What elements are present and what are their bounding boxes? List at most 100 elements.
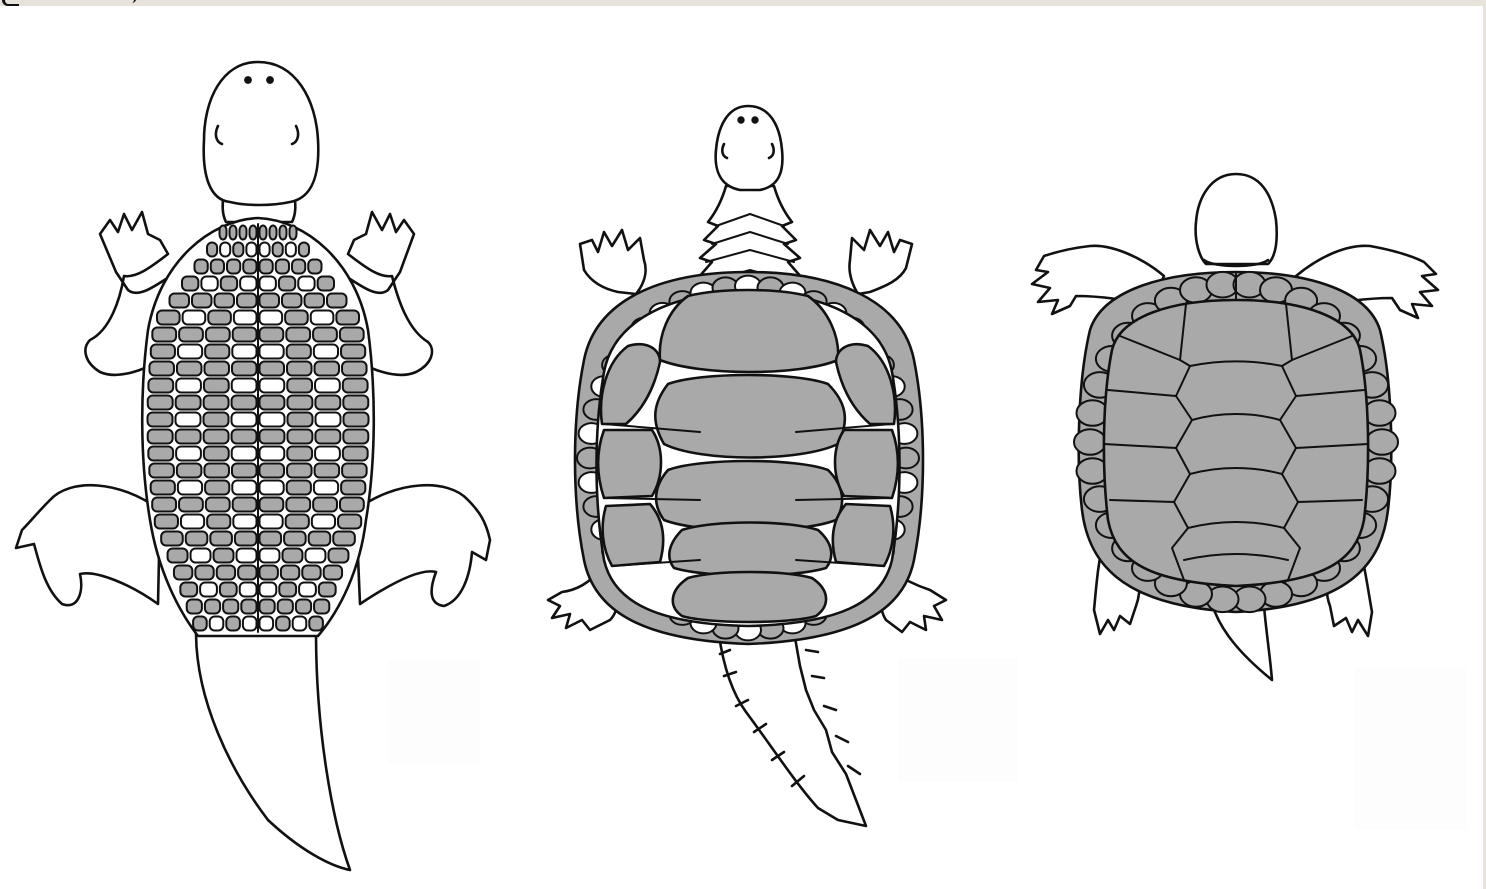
osteoderm [208, 311, 231, 325]
osteoderm [281, 566, 299, 580]
osteoderm [340, 498, 364, 512]
osteoderm [232, 481, 256, 495]
osteoderm [343, 413, 368, 427]
osteoderm [193, 617, 207, 631]
osteoderm [260, 481, 284, 495]
osteoderm [315, 362, 340, 376]
early-turtle-icon [548, 106, 946, 826]
osteoderm [179, 328, 203, 342]
head [1196, 174, 1277, 264]
osteoderm [305, 294, 325, 308]
osteoderm [287, 430, 312, 444]
osteoderm [176, 413, 201, 427]
osteoderm [230, 226, 237, 240]
osteoderm [260, 396, 285, 410]
osteoderm [280, 226, 287, 240]
osteoderm [302, 566, 320, 580]
osteoderm [278, 600, 293, 614]
osteoderm [309, 532, 331, 546]
osteoderm [181, 515, 204, 529]
osteoderm [183, 311, 206, 325]
osteoderm [286, 328, 310, 342]
osteoderm [217, 566, 235, 580]
osteoderm [298, 277, 314, 291]
osteoderm [279, 277, 295, 291]
osteoderm [260, 515, 283, 529]
osteoderm [290, 226, 297, 240]
osteoderm [223, 600, 238, 614]
osteoderm [260, 583, 277, 597]
osteoderm [232, 379, 257, 393]
osteoderm [287, 413, 312, 427]
osteoderm [260, 617, 274, 631]
osteoderm [148, 447, 173, 461]
osteoderm [240, 277, 256, 291]
osteoderm [342, 362, 367, 376]
osteoderm [232, 464, 257, 478]
osteoderm [220, 243, 230, 257]
osteoderm [270, 226, 277, 240]
osteoderm [174, 566, 192, 580]
vertebral-scute-2 [655, 375, 845, 458]
osteoderm [315, 430, 340, 444]
osteoderm [210, 532, 232, 546]
osteoderm [276, 260, 289, 274]
osteoderm [214, 549, 234, 563]
osteoderm [246, 243, 256, 257]
osteoderm [235, 532, 257, 546]
osteoderm [168, 549, 188, 563]
osteoderm [178, 481, 202, 495]
osteoderm [296, 600, 311, 614]
osteoderm [186, 532, 208, 546]
osteoderm [260, 498, 284, 512]
osteoderm [151, 345, 175, 359]
nostril [753, 118, 758, 123]
osteoderm [240, 226, 247, 240]
osteoderm [314, 600, 329, 614]
osteoderm [260, 260, 273, 274]
pleural-right-3 [833, 504, 894, 566]
osteoderm [260, 243, 270, 257]
osteoderm [318, 277, 334, 291]
osteoderm [260, 328, 284, 342]
osteoderm [260, 566, 278, 580]
osteoderm [343, 430, 368, 444]
osteoderm [243, 617, 257, 631]
front-left-leg [580, 230, 646, 294]
osteoderm [151, 481, 175, 495]
osteoderm [200, 583, 217, 597]
osteoderm [260, 447, 285, 461]
vertebral-scute-3 [656, 461, 842, 531]
osteoderm [237, 549, 257, 563]
osteoderm [324, 566, 342, 580]
osteoderm [148, 396, 173, 410]
osteoderm [299, 583, 316, 597]
vertebral-scute-4 [669, 523, 831, 576]
osteoderm [276, 617, 290, 631]
osteoderm [204, 413, 229, 427]
osteoderm [201, 277, 217, 291]
osteoderm [211, 260, 224, 274]
osteoderm [233, 243, 243, 257]
osteoderm [177, 464, 202, 478]
osteoderm [282, 549, 302, 563]
osteoderm [311, 311, 334, 325]
osteoderm [260, 413, 285, 427]
vertebral-scute-1 [660, 290, 838, 372]
osteoderm [285, 311, 308, 325]
osteoderm [232, 345, 256, 359]
osteoderm [314, 481, 338, 495]
osteoderm [287, 464, 312, 478]
osteoderm [204, 396, 229, 410]
marginal-scale [1366, 429, 1398, 455]
osteoderm [192, 294, 212, 308]
osteoderm [333, 532, 355, 546]
osteoderm [176, 379, 201, 393]
nostril [267, 77, 272, 82]
osteoderm [293, 617, 307, 631]
osteoderm [315, 464, 340, 478]
osteoderm [279, 583, 296, 597]
osteoderm [315, 396, 340, 410]
osteoderm [206, 328, 230, 342]
osteoderm [176, 430, 201, 444]
